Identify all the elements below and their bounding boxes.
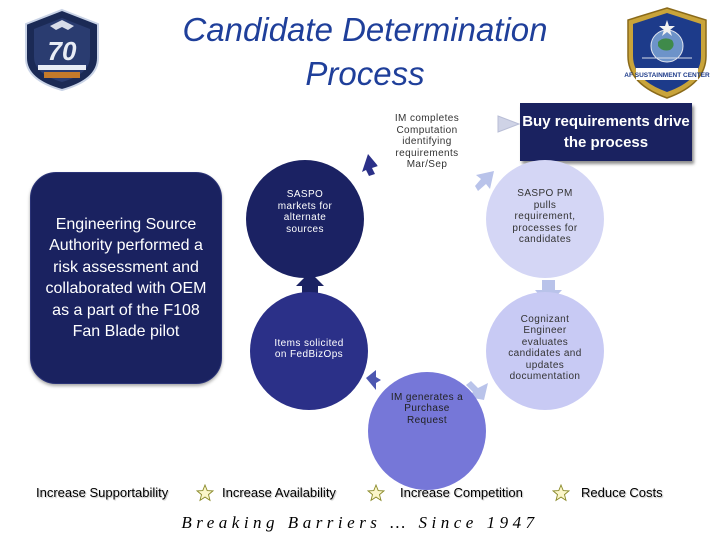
goal-reduce-costs: Reduce Costs	[581, 485, 663, 500]
arrow-buy-to-im	[497, 115, 521, 133]
node-saspo-markets: SASPO markets for alternate sources	[246, 160, 364, 278]
star-icon	[196, 484, 214, 502]
node-cognizant-engineer-label: Cognizant Engineer evaluates candidates …	[508, 313, 582, 383]
node-purchase-request-label: IM generates a Purchase Request	[390, 391, 464, 426]
goal-increase-availability: Increase Availability	[222, 485, 336, 500]
logo-70-text: 70	[48, 36, 77, 66]
star-icon	[552, 484, 570, 502]
node-saspo-pm-label: SASPO PM pulls requirement, processes fo…	[512, 188, 578, 246]
af-70th-anniversary-emblem-icon: 70	[25, 8, 99, 92]
star-icon	[367, 484, 385, 502]
arrow-pr-to-it	[366, 370, 381, 390]
page-title: Candidate Determination Process	[130, 8, 600, 96]
logo-right-text: AF SUSTAINMENT CENTER	[624, 72, 710, 79]
tagline: Breaking Barriers … Since 1947	[181, 513, 539, 532]
node-im-completes: IM completes Computation identifying req…	[372, 87, 482, 197]
arrow-im-to-pm	[475, 171, 494, 191]
af-sustainment-center-shield-icon: AF SUSTAINMENT CENTER	[624, 7, 710, 99]
buy-requirements-text: Buy requirements drive the process	[522, 113, 690, 151]
title-line-1: Candidate Determination	[182, 11, 548, 48]
node-saspo-markets-label: SASPO markets for alternate sources	[277, 189, 333, 235]
node-items-solicited: Items solicited on FedBizOps	[250, 292, 368, 410]
node-saspo-pm: SASPO PM pulls requirement, processes fo…	[486, 160, 604, 278]
risk-assessment-text: Engineering Source Authority performed a…	[45, 215, 207, 341]
goal-increase-competition: Increase Competition	[400, 485, 523, 500]
goal-increase-supportability: Increase Supportability	[36, 485, 169, 500]
node-im-completes-label: IM completes Computation identifying req…	[394, 113, 460, 171]
node-items-solicited-label: Items solicited on FedBizOps	[274, 337, 344, 361]
node-cognizant-engineer: Cognizant Engineer evaluates candidates …	[486, 292, 604, 410]
footer-goals: Increase Supportability Increase Availab…	[0, 484, 720, 504]
risk-assessment-box: Engineering Source Authority performed a…	[30, 172, 222, 384]
buy-requirements-box: Buy requirements drive the process	[520, 103, 692, 161]
node-purchase-request: IM generates a Purchase Request	[368, 372, 486, 490]
title-line-2: Process	[305, 55, 425, 92]
